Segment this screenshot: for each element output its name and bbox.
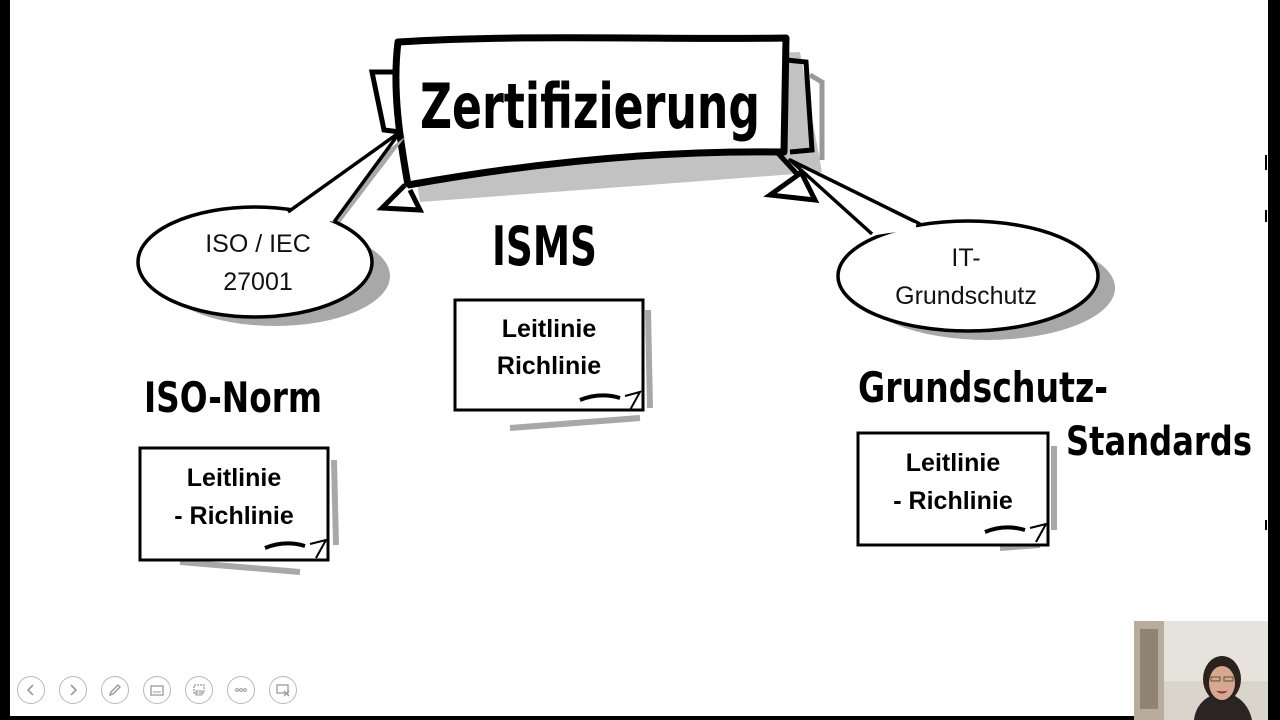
left-bubble-line2: 27001 [223, 268, 293, 296]
arrow-right-icon [70, 684, 78, 696]
subtitles-icon [150, 685, 164, 696]
previous-slide-button[interactable] [17, 676, 45, 704]
slides-overview-button[interactable] [185, 676, 213, 704]
center-heading: ISMS [492, 215, 597, 278]
presenter-video-image [1134, 621, 1268, 720]
more-icon [235, 688, 247, 692]
left-box-line1: Leitlinie [187, 464, 282, 492]
right-bubble-line2: Grundschutz [895, 282, 1037, 310]
center-box-line2: Richlinie [497, 352, 601, 380]
left-speech-bubble: ISO / IEC 27001 [136, 130, 406, 326]
presentation-slide: Zertifizierung ISO / IEC 27001 IT- Grund… [10, 0, 1268, 716]
center-box-line1: Leitlinie [502, 315, 597, 343]
left-document-box: Leitlinie - Richlinie [138, 446, 339, 575]
arrow-left-icon [26, 684, 34, 696]
title-banner: Zertifizierung [368, 34, 825, 213]
right-document-box: Leitlinie - Richlinie [856, 431, 1057, 551]
pen-tool-button[interactable] [101, 676, 129, 704]
presenter-toolbar [17, 676, 297, 708]
left-bubble-line1: ISO / IEC [205, 230, 311, 258]
slide-canvas: Zertifizierung ISO / IEC 27001 IT- Grund… [136, 34, 1267, 575]
presenter-webcam [1134, 621, 1268, 720]
more-options-button[interactable] [227, 676, 255, 704]
center-document-box: Leitlinie Richlinie [453, 298, 653, 431]
pen-icon [108, 684, 121, 697]
subtitles-button[interactable] [143, 676, 171, 704]
end-show-button[interactable] [269, 676, 297, 704]
right-box-line1: Leitlinie [906, 449, 1001, 477]
end-show-icon [276, 684, 290, 697]
left-box-line2: - Richlinie [174, 502, 294, 530]
right-speech-bubble: IT- Grundschutz [788, 158, 1115, 340]
right-heading-line2: Standards [1066, 419, 1252, 465]
right-bubble-line1: IT- [951, 244, 980, 272]
left-heading: ISO-Norm [144, 373, 322, 422]
right-box-line2: - Richlinie [893, 487, 1013, 515]
slides-icon [193, 684, 205, 696]
right-heading-line1: Grundschutz- [858, 363, 1108, 412]
next-slide-button[interactable] [59, 676, 87, 704]
banner-title: Zertifizierung [420, 70, 760, 143]
